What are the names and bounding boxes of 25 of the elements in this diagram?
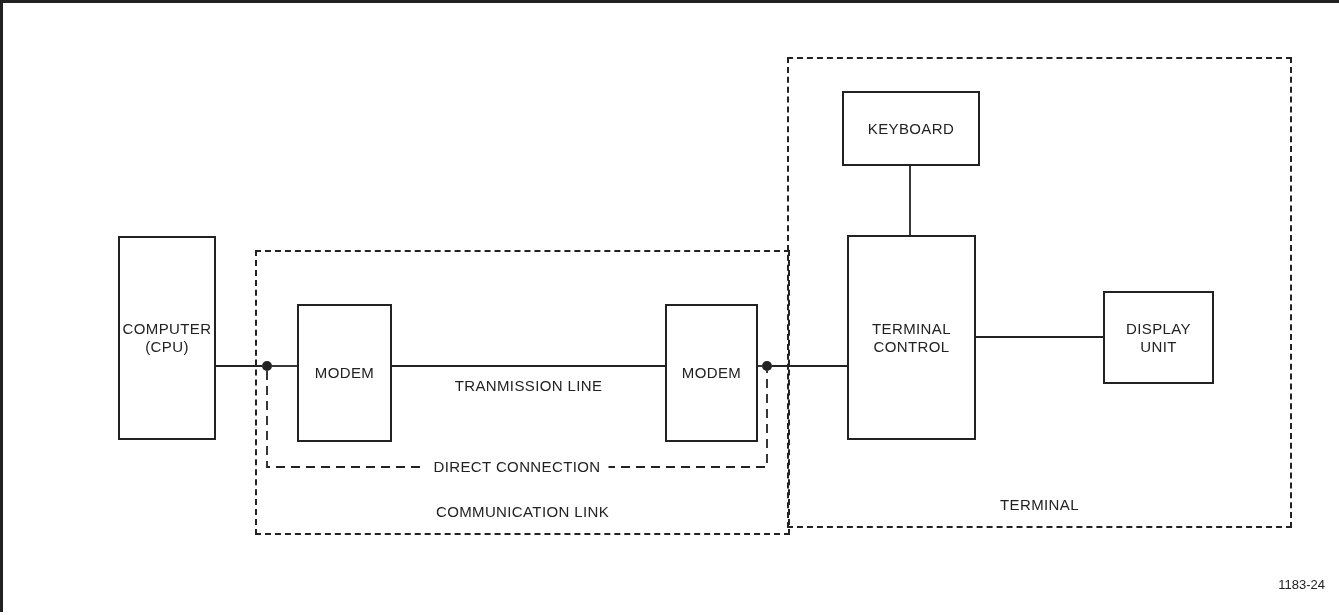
block-box bbox=[847, 235, 976, 440]
group-label: COMMUNICATION LINK bbox=[434, 501, 611, 522]
edge-label: TRANMISSION LINE bbox=[453, 375, 604, 396]
block-label: KEYBOARD bbox=[867, 119, 955, 138]
connector-line bbox=[391, 365, 666, 367]
connector-line bbox=[271, 365, 298, 367]
connector-line bbox=[975, 336, 1104, 338]
block-box bbox=[842, 91, 980, 166]
block-box bbox=[297, 304, 392, 442]
connector-line bbox=[215, 365, 263, 367]
block-label: TERMINAL CONTROL bbox=[871, 319, 952, 356]
connector-line bbox=[757, 365, 763, 367]
connector-line bbox=[771, 365, 848, 367]
block-label: MODEM bbox=[681, 364, 742, 382]
block-box bbox=[1103, 291, 1214, 384]
block-box bbox=[665, 304, 758, 442]
block-label: DISPLAY UNIT bbox=[1125, 319, 1192, 356]
dashed-group-frame bbox=[787, 57, 1292, 528]
block-box bbox=[118, 236, 216, 440]
group-label: TERMINAL bbox=[999, 494, 1080, 515]
block-label: COMPUTER (CPU) bbox=[122, 320, 212, 356]
block-label: MODEM bbox=[314, 364, 375, 382]
dashed-group-frame bbox=[255, 250, 790, 535]
connector-line bbox=[909, 165, 911, 236]
figure-number: 1183-24 bbox=[1278, 576, 1325, 594]
